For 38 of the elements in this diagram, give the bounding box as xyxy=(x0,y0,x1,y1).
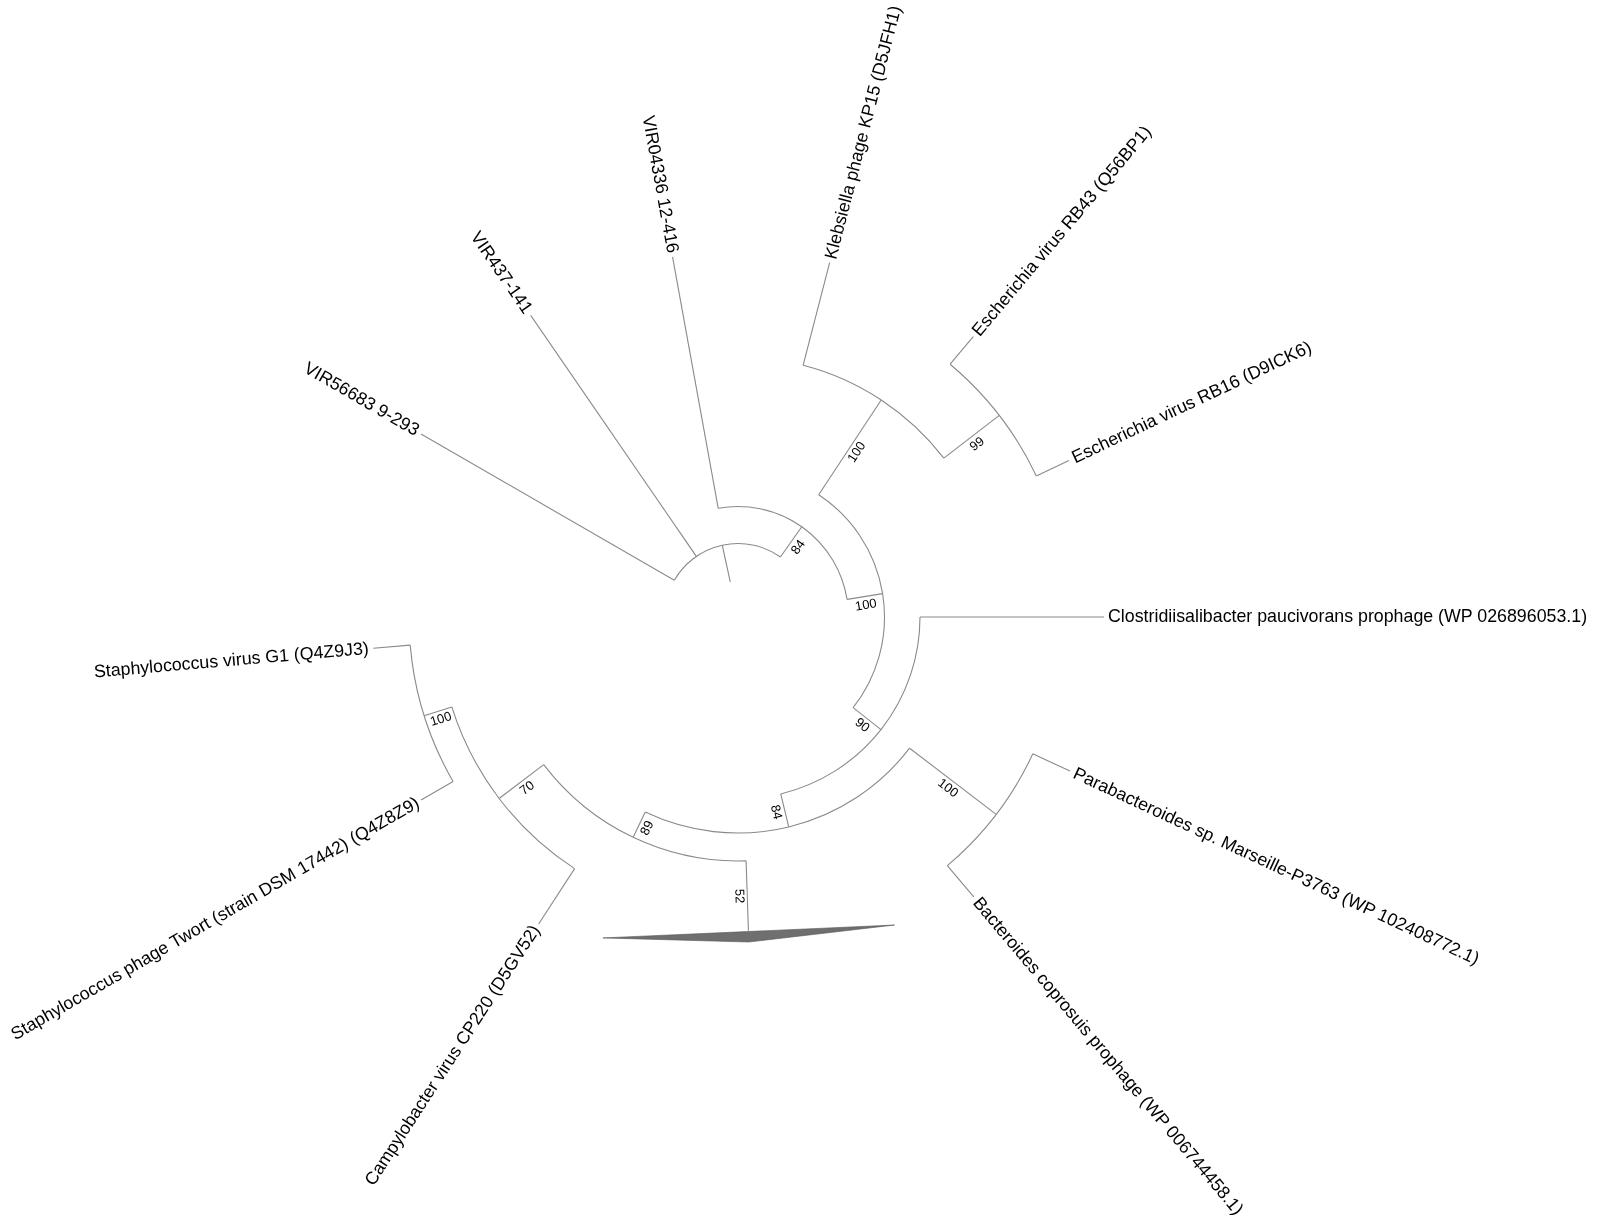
tree-branch xyxy=(672,256,719,509)
tree-branch xyxy=(852,707,882,731)
tree-branch xyxy=(372,644,411,649)
clade-arc xyxy=(818,494,885,709)
taxon-label: Clostridiisalibacter paucivorans prophage (WP 026896053.1) xyxy=(1108,607,1588,627)
tree-branch xyxy=(1032,753,1071,772)
tree-branch xyxy=(632,811,646,838)
taxon-label: Staphylococcus virus G1 (Q4Z9J3) xyxy=(93,638,370,683)
taxon-label: VIR04336 12-416 xyxy=(637,113,683,255)
clade-arc xyxy=(451,706,576,870)
tree-branch xyxy=(779,526,803,558)
clade-arc xyxy=(543,764,747,862)
clade-arc xyxy=(949,363,1037,477)
clade-arc xyxy=(717,506,848,600)
tree-branch xyxy=(1035,460,1070,477)
tree-branch xyxy=(818,399,882,496)
tree-branch xyxy=(802,262,831,366)
tree-branch xyxy=(846,593,884,600)
tree-branch xyxy=(909,747,997,815)
tree-branch xyxy=(538,868,576,925)
tree-branch xyxy=(919,616,1105,618)
tree-branch xyxy=(423,706,453,717)
collapsed-clade-triangle xyxy=(602,924,895,943)
tree-branch xyxy=(745,860,749,932)
bootstrap-value: 84 xyxy=(768,803,786,822)
tree-branch xyxy=(530,314,697,557)
tree-branch xyxy=(498,764,545,800)
tree-branch xyxy=(420,780,454,801)
clade-arc xyxy=(409,644,454,783)
tree-branch xyxy=(943,414,1000,459)
tree-branch xyxy=(949,336,974,365)
tree-branch xyxy=(420,433,675,581)
tree-branch xyxy=(721,544,731,583)
bootstrap-value: 100 xyxy=(854,596,878,614)
tree-branch xyxy=(780,793,790,828)
clade-arc xyxy=(780,616,921,795)
tree-branch xyxy=(946,865,975,898)
clade-arc xyxy=(673,542,781,581)
